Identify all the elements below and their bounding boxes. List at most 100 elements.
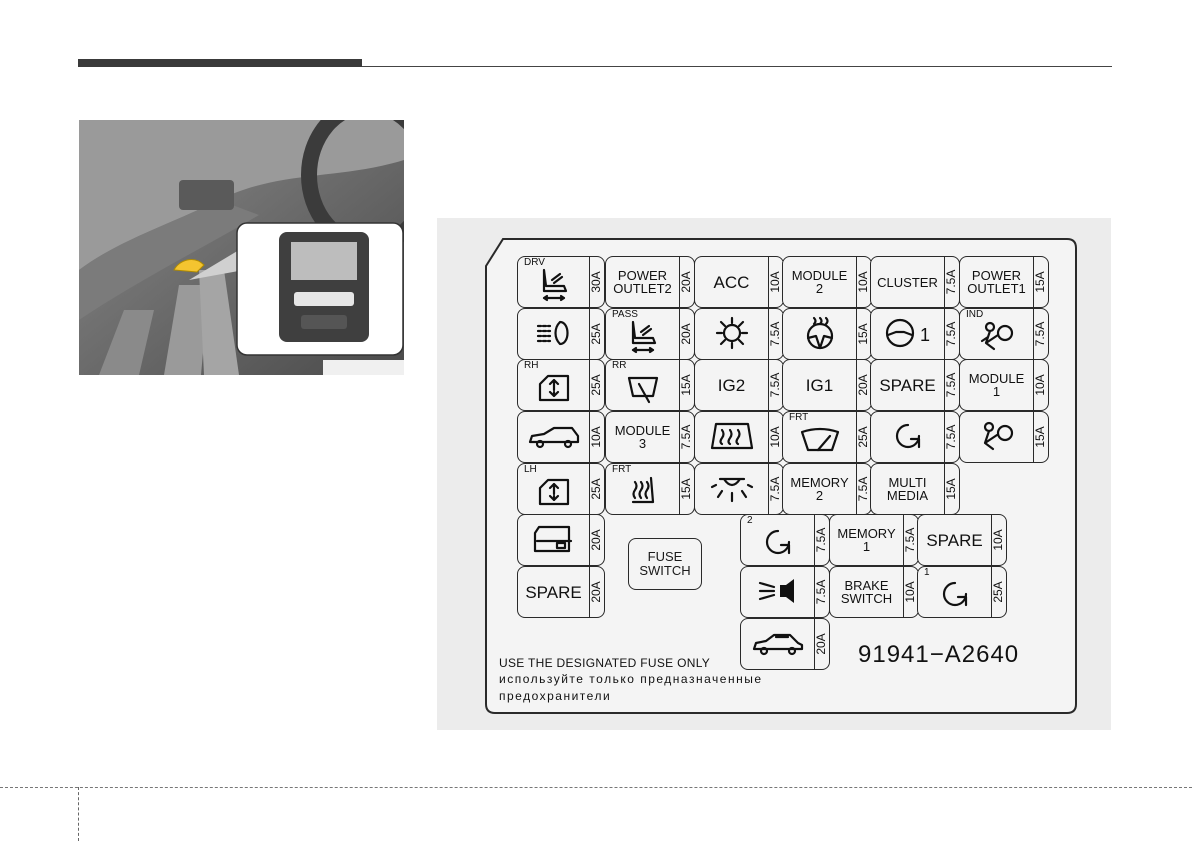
fuse-label-area: SPARE [918,515,992,565]
fuse-cell: 10A [694,411,784,463]
fuse-cell: MODULE 1 10A [959,359,1049,411]
fuse-amperage-area: 25A [588,464,604,514]
fuse-amperage: 25A [589,478,603,500]
fuse-amperage: 15A [856,323,870,345]
fuse-label-area: MODULE 1 [960,360,1034,410]
note-english: USE THE DESIGNATED FUSE ONLY [499,656,711,670]
seat-heater-icon [623,474,663,510]
footer-divider [78,787,79,841]
fuse-label-area: DRV [518,257,590,307]
fuse-amperage-area: 25A [588,360,604,410]
fuse-amperage-area: 20A [855,360,871,410]
fuse-label-area: PASS [606,309,680,359]
fuse-label-area [871,412,945,462]
fuse-label: CLUSTER [877,274,938,290]
fuse-amperage-area: 7.5A [1032,309,1048,359]
fuse-label-area: MEMORY 2 [783,464,857,514]
fuse-amperage: 15A [944,478,958,500]
note-russian-line1: используйте только предназначенные [499,672,763,686]
fuse-amperage: 10A [768,271,782,293]
note-russian-line2: предохранители [499,689,612,703]
fuse-cell: 7.5A [694,463,784,515]
header-bar [78,59,362,67]
fuse-amperage-area: 20A [588,515,604,565]
fuse-cell: POWER OUTLET1 15A [959,256,1049,308]
fuse-amperage: 20A [589,581,603,603]
fuse-cell: IG1 20A [782,359,872,411]
footer-rule [0,787,1192,788]
room-lamp-icon [710,473,754,505]
fuse-cell: 15A [782,308,872,360]
front-wiper-icon [798,424,842,456]
start-arrow-icon [761,525,795,561]
dashboard-illustration [79,120,404,375]
fuse-label-area: MEMORY 1 [830,515,904,565]
fuse-amperage-area: 15A [943,464,959,514]
fuse-cell: 7.5A [740,566,830,618]
fuse-amperage-area: 15A [1032,257,1048,307]
fuse-label: MODULE 1 [968,371,1025,399]
fuse-amperage: 10A [903,581,917,603]
fuse-amperage: 7.5A [768,321,782,347]
fuse-label-area: SPARE [871,360,945,410]
fuse-amperage-area: 10A [855,257,871,307]
fuse-amperage: 10A [589,426,603,448]
fuse-amperage: 25A [991,581,1005,603]
fuse-sub-label: IND [966,309,984,320]
fuse-amperage-area: 10A [767,257,783,307]
fuse-amperage-area: 15A [678,464,694,514]
fuse-amperage-area: 7.5A [767,309,783,359]
fuse-amperage-area: 7.5A [767,360,783,410]
power-window-icon [534,370,574,406]
fuse-amperage-area: 7.5A [678,412,694,462]
fuse-cell: 20A [517,514,605,566]
fuse-label: IG1 [805,375,834,395]
fuse-amperage-area: 25A [588,309,604,359]
fuse-sub-label: DRV [524,257,545,268]
airbag-indicator-icon [978,319,1016,355]
fuse-label-area: MODULE 2 [783,257,857,307]
washer-icon [534,318,574,350]
fuse-amperage-area: 10A [1032,360,1048,410]
fuse-amperage: 10A [1033,374,1047,396]
fuse-amperage-area: 10A [767,412,783,462]
fuse-label-area [783,309,857,359]
fuse-amperage-area: 7.5A [943,360,959,410]
fuse-sub-label: LH [524,464,537,475]
fuse-amperage-area: 7.5A [813,515,829,565]
fuse-amperage-area: 20A [813,619,829,669]
fuse-amperage: 15A [679,374,693,396]
fuse-amperage: 7.5A [944,372,958,398]
seat-icon [623,318,663,356]
fuse-label-area: IG2 [695,360,769,410]
fuse-label-area: POWER OUTLET1 [960,257,1034,307]
fuse-amperage-area: 10A [588,412,604,462]
fuse-label: POWER OUTLET1 [967,268,1026,296]
fuse-amperage-area: 7.5A [943,412,959,462]
header-rule [362,66,1112,67]
fuse-label-area: 1 [871,309,945,359]
fuse-label-area: MODULE 3 [606,412,680,462]
tailgate-icon [526,422,582,452]
fuse-label-area: RH [518,360,590,410]
fuse-amperage-area: 7.5A [855,464,871,514]
fuse-amperage-area: 20A [678,257,694,307]
fuse-label-area: CLUSTER [871,257,945,307]
fuse-amperage: 7.5A [903,527,917,553]
heated-wheel-icon [802,316,838,352]
fuse-amperage-area: 10A [990,515,1006,565]
fuse-label-area: SPARE [518,567,590,617]
